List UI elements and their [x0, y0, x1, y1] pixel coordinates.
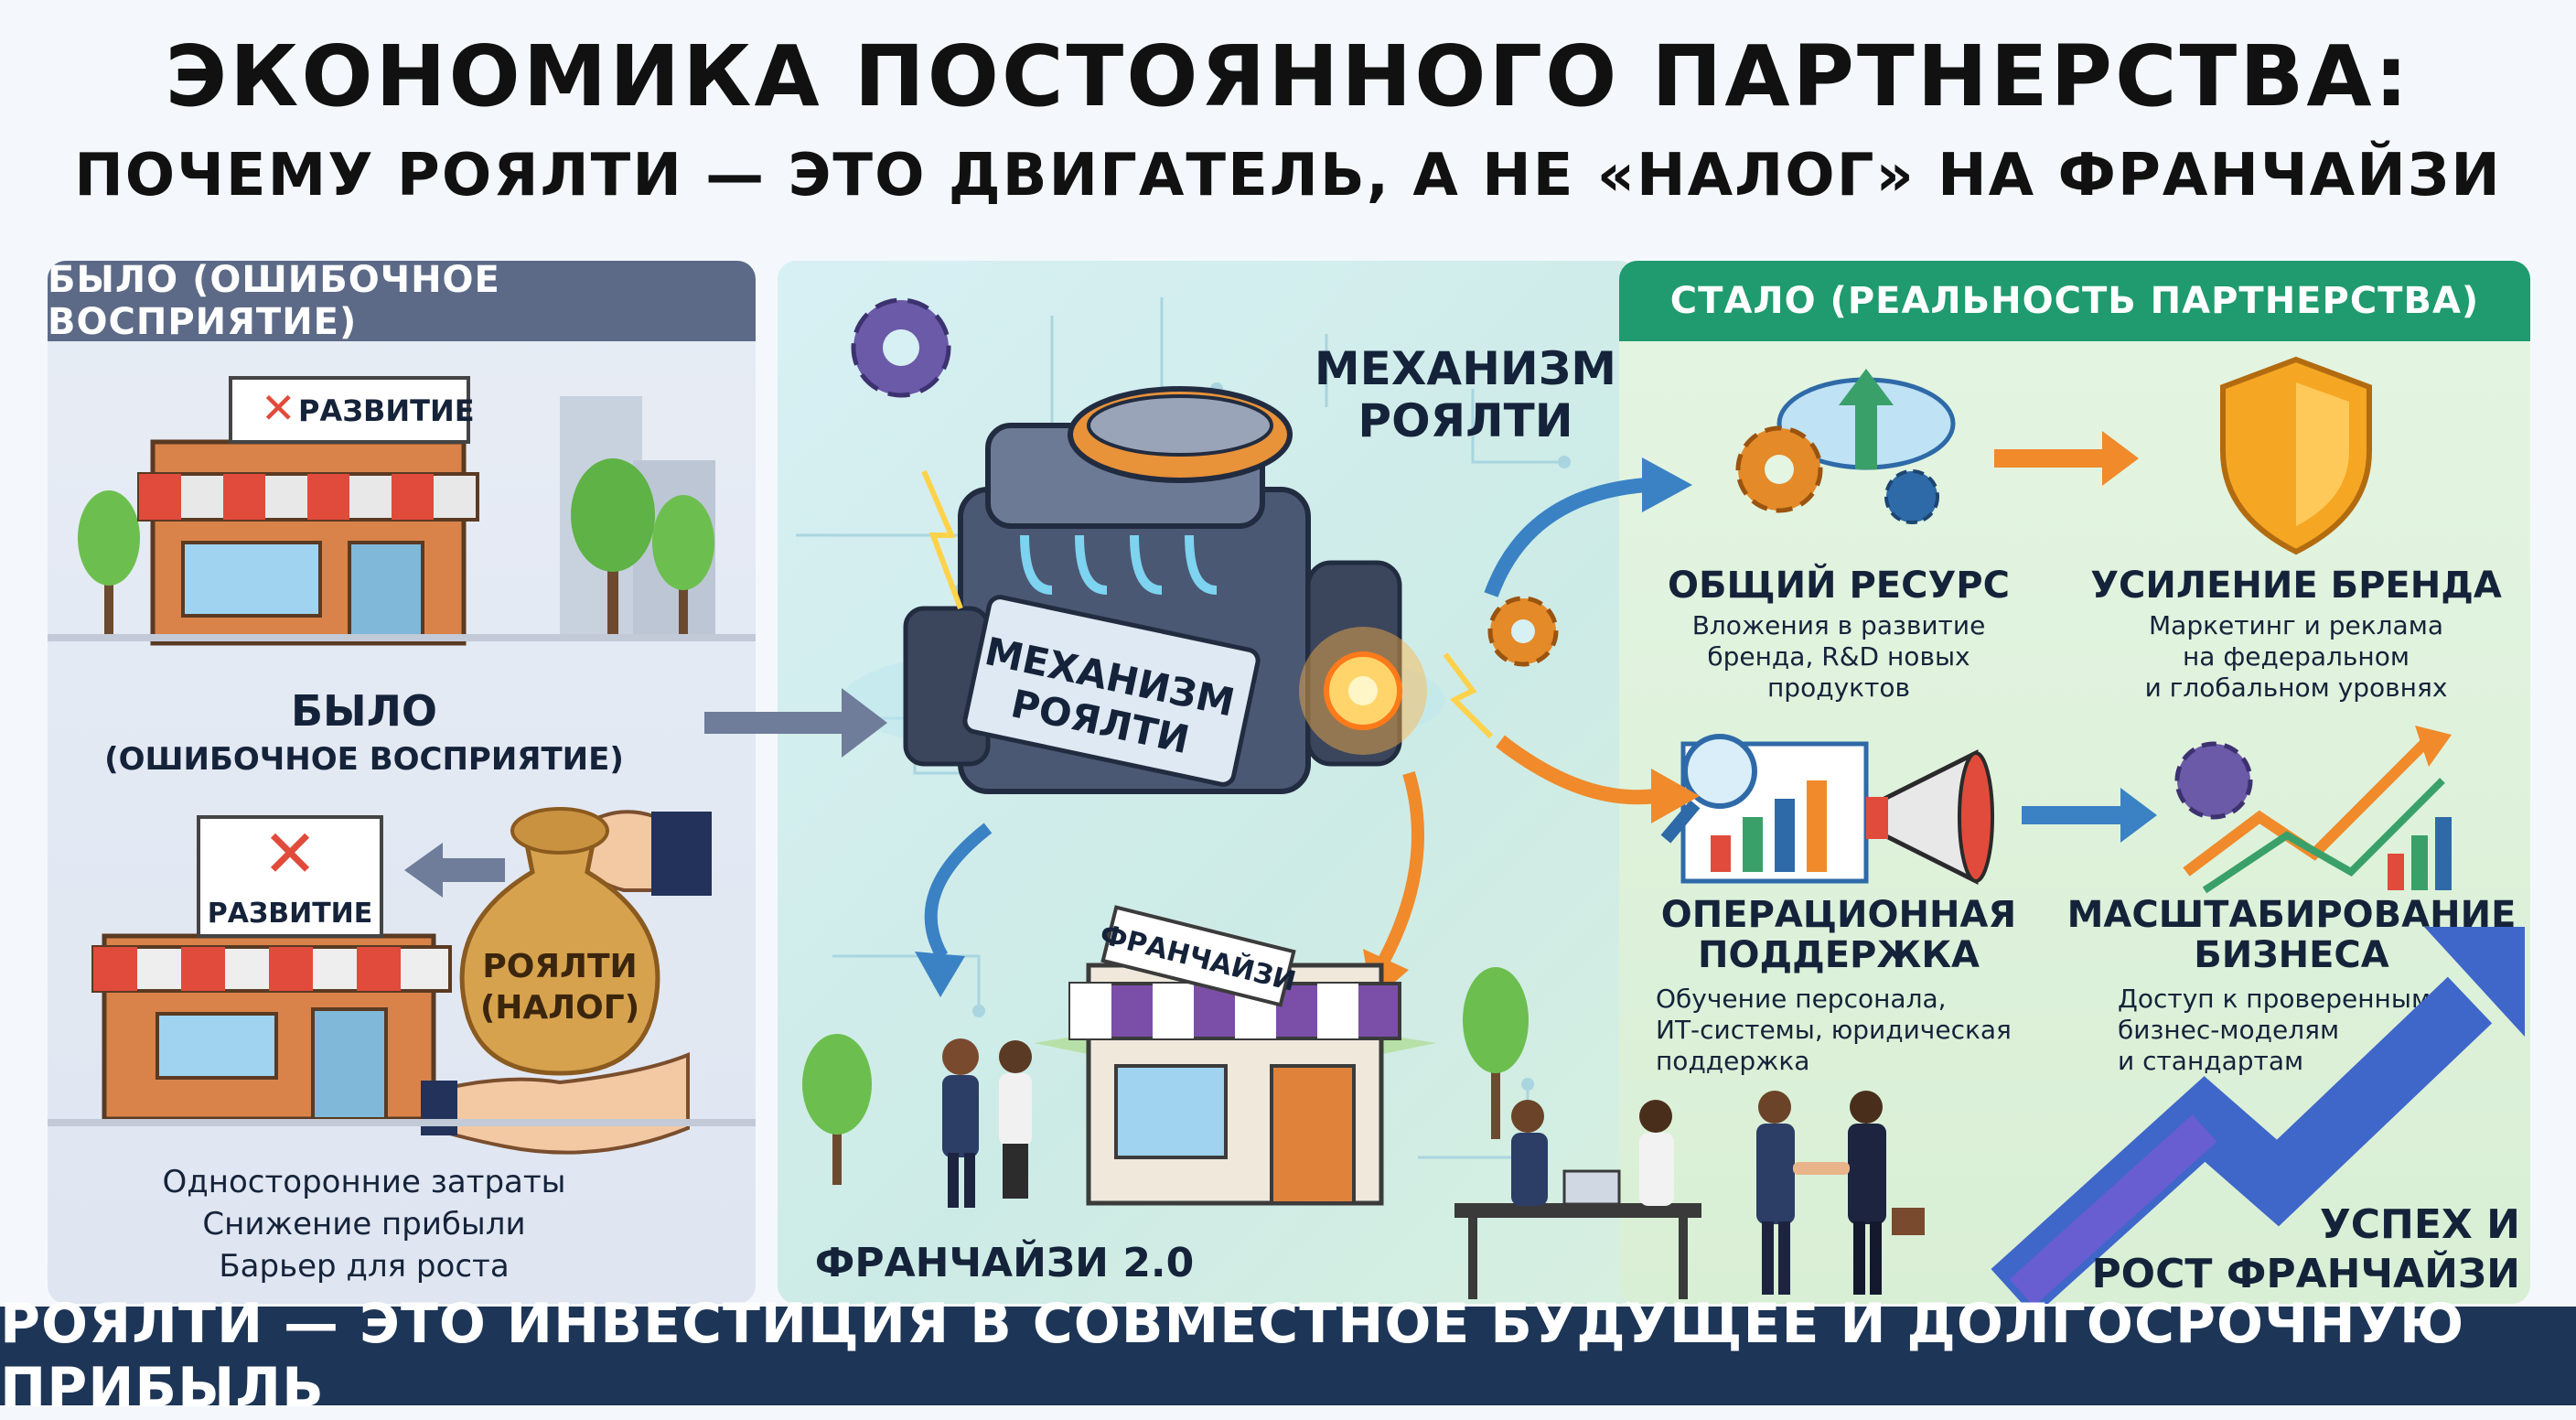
panel-before-header: БЫЛО (ОШИБОЧНОЕ ВОСПРИЯТИЕ)	[48, 261, 756, 343]
franchise-shop-icon	[1034, 905, 1436, 1206]
footer-banner: РОЯЛТИ — ЭТО ИНВЕСТИЦИЯ В СОВМЕСТНОЕ БУД…	[0, 1292, 2576, 1420]
arrow-right-icon	[1484, 457, 1692, 597]
benefit-desc: ИТ-системы, юридическая	[1656, 1015, 2012, 1045]
tree-icon	[802, 1034, 872, 1185]
energy-core-icon	[1299, 627, 1427, 755]
tree-icon	[78, 490, 140, 634]
benefit-desc: продуктов	[1767, 672, 1910, 703]
benefit-title: ОПЕРАЦИОННАЯ	[1661, 894, 2016, 936]
person-icon	[1511, 1100, 1548, 1206]
person-icon	[1848, 1091, 1925, 1295]
arrow-right-icon	[1496, 735, 1700, 823]
megaphone-icon	[1866, 748, 1994, 886]
engine-output-arrows	[1484, 457, 1700, 823]
after-illustration: ОБЩИЙ РЕСУРС Вложения в развитие бренда,…	[1656, 356, 2525, 1304]
benefit-title: ОБЩИЙ РЕСУРС	[1668, 563, 2010, 607]
gear-icon	[1735, 425, 1823, 513]
tree-icon	[652, 495, 714, 634]
arrow-down-icon	[915, 823, 993, 997]
growth-chart-icon	[2174, 726, 2452, 894]
before-point: Снижение прибыли	[202, 1206, 525, 1242]
cloud-upload-icon	[1776, 369, 1956, 470]
franchise-label: ФРАНЧАЙЗИ 2.0	[815, 1238, 1195, 1286]
person-icon	[942, 1038, 979, 1208]
success-arrow-icon	[1991, 927, 2525, 1304]
analytics-icon	[1660, 734, 1869, 884]
person-icon	[1756, 1091, 1795, 1295]
benefit-desc: на федеральном	[2183, 641, 2410, 672]
gear-icon	[851, 297, 951, 398]
benefit-title: БИЗНЕСА	[2194, 934, 2389, 976]
arrow-right-icon	[1994, 431, 2139, 486]
person-icon	[999, 1040, 1032, 1199]
lightning-icon	[921, 469, 1494, 739]
desk-icon	[1454, 1169, 1701, 1299]
benefit-desc: Вложения в развитие	[1692, 610, 1986, 640]
meeting-scene	[1454, 1091, 1925, 1299]
person-icon	[1639, 1100, 1674, 1206]
arrow-left-icon	[404, 843, 505, 898]
arrow-right-icon	[2022, 788, 2157, 843]
benefit-title: УСИЛЕНИЕ БРЕНДА	[2090, 565, 2502, 607]
page-subtitle: ПОЧЕМУ РОЯЛТИ — ЭТО ДВИГАТЕЛЬ, А НЕ «НАЛ…	[74, 142, 2502, 210]
benefit-title: ПОДДЕРЖКА	[1698, 934, 1980, 976]
benefit-desc: и стандартам	[2118, 1046, 2303, 1076]
arrow-right-icon	[704, 688, 887, 758]
mechanism-title: МЕХАНИЗМ	[1315, 342, 1616, 395]
money-bag-icon	[459, 807, 660, 1076]
handshake-icon	[1793, 1162, 1850, 1175]
benefit-desc: поддержка	[1656, 1046, 1809, 1076]
cross-icon: ✕	[261, 383, 296, 433]
gear-icon	[1884, 469, 1939, 524]
page-title: ЭКОНОМИКА ПОСТОЯННОГО ПАРТНЕРСТВА:	[165, 27, 2411, 125]
benefit-desc: Маркетинг и реклама	[2149, 610, 2443, 640]
gear-icon	[1487, 596, 1559, 667]
success-label: УСПЕХ И	[2320, 1201, 2520, 1248]
tree-icon	[1463, 967, 1529, 1139]
success-label: РОСТ ФРАНЧАЙЗИ	[2091, 1249, 2520, 1297]
shop-top-icon	[137, 376, 479, 646]
shop-bottom-icon	[91, 815, 452, 1122]
before-point: Односторонние затраты	[162, 1164, 565, 1200]
engine-icon	[842, 386, 1445, 794]
benefit-desc: бизнес-моделям	[2118, 1015, 2339, 1045]
before-sublabel: (ОШИБОЧНОЕ ВОСПРИЯТИЕ)	[104, 741, 624, 778]
cross-icon: ✕	[263, 815, 317, 892]
before-illustration: ✕ РАЗВИТИЕ БЫЛО (ОШИБОЧНОЕ ВОСПРИЯТИЕ) ✕…	[48, 376, 756, 1285]
sign-development-top: РАЗВИТИЕ	[298, 393, 475, 428]
before-label: БЫЛО	[291, 686, 437, 736]
sign-development-bottom: РАЗВИТИЕ	[208, 898, 373, 930]
benefit-desc: и глобальном уровнях	[2145, 672, 2448, 703]
mechanism-illustration: МЕХАНИЗМ РОЯЛТИ МЕХАНИЗМ РОЯЛТИ	[796, 297, 1616, 1286]
benefit-desc: Доступ к проверенным	[2118, 984, 2431, 1014]
tree-icon	[571, 458, 655, 634]
shield-icon	[2220, 356, 2372, 555]
bag-label-royalty: РОЯЛТИ	[482, 948, 637, 985]
before-point: Барьер для роста	[219, 1248, 509, 1285]
mechanism-title: РОЯЛТИ	[1358, 394, 1572, 447]
panel-after-header: СТАЛО (РЕАЛЬНОСТЬ ПАРТНЕРСТВА)	[1619, 261, 2530, 341]
bag-label-tax: (НАЛОГ)	[480, 989, 639, 1027]
benefit-desc: Обучение персонала,	[1656, 984, 1947, 1014]
benefit-desc: бренда, R&D новых	[1707, 641, 1970, 672]
